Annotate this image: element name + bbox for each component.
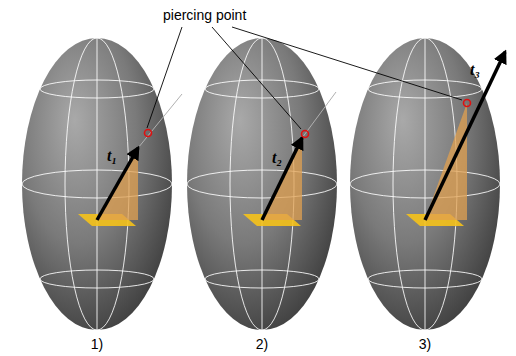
- panel-number: 1): [91, 336, 103, 352]
- direction-line: [138, 94, 182, 148]
- vector-arrow: [425, 52, 505, 220]
- vector-arrow: [262, 138, 302, 220]
- elevation-triangle: [262, 138, 302, 220]
- piercing-point: [302, 131, 309, 138]
- leader-line: [232, 27, 462, 100]
- piercing-point: [464, 100, 471, 107]
- vector-arrow: [97, 148, 138, 220]
- piercing-point: [145, 130, 152, 137]
- vector-label: t₁: [107, 148, 117, 164]
- panel-number: 3): [419, 336, 431, 352]
- wireframe: [22, 38, 172, 330]
- vector-label: t₃: [470, 62, 480, 78]
- leader-lines: [147, 27, 462, 129]
- leader-line: [147, 27, 182, 128]
- wireframe: [187, 38, 337, 330]
- ellipsoid-surface: [350, 38, 500, 330]
- ellipsoid: [350, 38, 505, 330]
- elevation-triangle: [97, 148, 138, 220]
- elevation-triangle: [425, 103, 467, 220]
- ellipsoid-surface: [187, 38, 337, 330]
- wireframe: [350, 38, 500, 330]
- leader-line: [212, 27, 301, 129]
- ellipsoid: [22, 38, 182, 330]
- vector-label: t₂: [272, 150, 282, 166]
- ellipsoid: [187, 38, 337, 330]
- direction-line: [302, 92, 336, 138]
- ellipsoid-surface: [22, 38, 172, 330]
- callout-text: piercing point: [163, 7, 246, 23]
- panel-number: 2): [256, 336, 268, 352]
